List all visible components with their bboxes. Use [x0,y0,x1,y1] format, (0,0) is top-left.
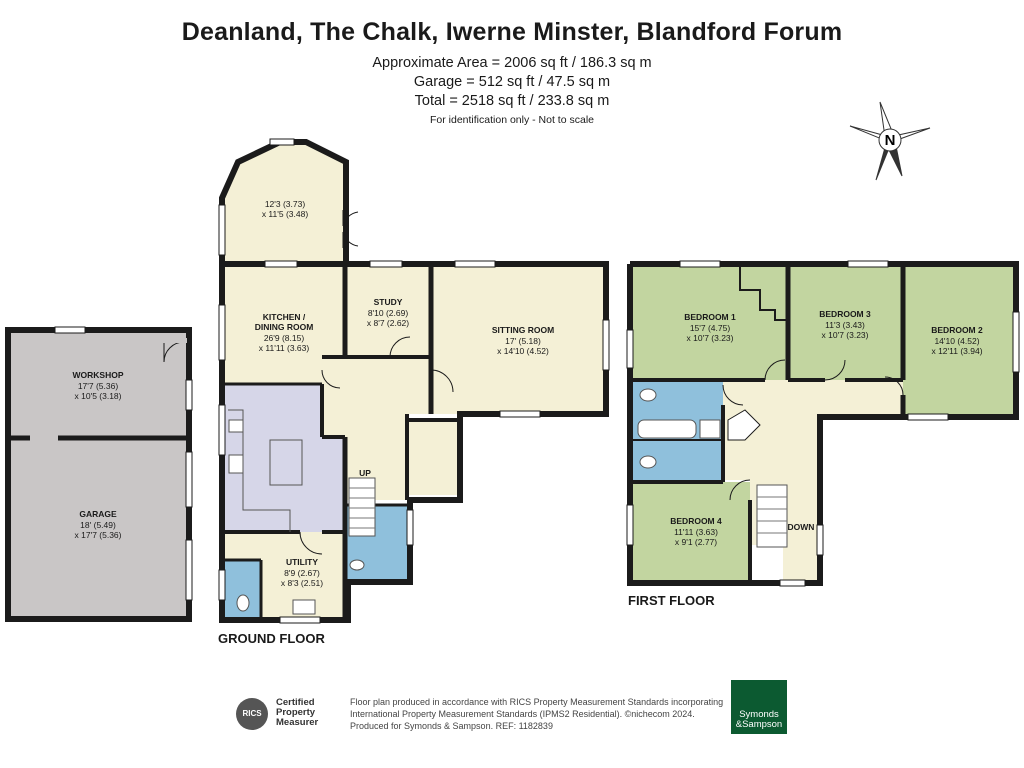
bedroom-4-name: BEDROOM 4 [670,516,722,526]
bedroom-2-dims2: x 12'11 (3.94) [931,346,982,356]
garage-dims2: x 17'7 (5.36) [75,530,122,540]
first-floor-label: FIRST FLOOR [628,593,715,608]
rics-logo-icon: RICS [236,698,268,730]
kitchen-name: KITCHEN / [263,312,306,322]
bedroom-3-dims: 11'3 (3.43) [825,320,865,330]
compass-label: N [885,132,896,149]
garage-name: GARAGE [79,509,117,519]
symonds-sampson-logo: Symonds&Sampson [731,680,787,734]
bedroom-4-dims2: x 9'1 (2.77) [675,537,717,547]
area-garage: Garage = 512 sq ft / 47.5 sq m [413,74,611,90]
bedroom-1-dims: 15'7 (4.75) [690,323,731,333]
sitting-room-dims: 17' (5.18) [505,336,541,346]
kitchen-dims: 26'9 (8.15) [264,333,305,343]
study-dims: 8'10 (2.69) [368,308,409,318]
utility-dims: 8'9 (2.67) [284,568,320,578]
stairs-down-label: DOWN [788,522,815,532]
bedroom-1-dims2: x 10'7 (3.23) [687,333,734,343]
kitchen-dims2: x 11'11 (3.63) [259,343,310,353]
sitting-room-dims2: x 14'10 (4.52) [497,346,549,356]
bedroom-3-area [788,267,903,380]
workshop-dims: 17'7 (5.36) [78,381,119,391]
rics-certified-badge: RICS Certified Property Measurer [236,698,324,734]
bedroom-1-area [633,267,788,380]
disclaimer: For identification only - Not to scale [430,114,594,126]
kitchen-name2: DINING ROOM [255,322,314,332]
rics-text: Certified Property Measurer [276,697,319,728]
study-dims2: x 8'7 (2.62) [367,318,409,328]
utility-dims2: x 8'3 (2.51) [281,578,323,588]
ground-floor-label: GROUND FLOOR [218,631,325,646]
workshop-dims2: x 10'5 (3.18) [75,391,122,401]
plan-title: Deanland, The Chalk, Iwerne Minster, Bla… [181,18,843,46]
stairs-down [756,484,788,548]
area-total: Total = 2518 sq ft / 233.8 sq m [414,93,610,109]
conservatory-dims2: x 11'5 (3.48) [262,209,309,219]
sitting-room-name: SITTING ROOM [492,325,554,335]
study-name: STUDY [374,297,403,307]
compass-icon [849,101,931,181]
stairs-up-label: UP [359,468,371,478]
bedroom-1-name: BEDROOM 1 [684,312,736,322]
bedroom-3-name: BEDROOM 3 [819,309,871,319]
bedroom-2-area [903,267,1013,414]
bedroom-2-dims: 14'10 (4.52) [934,336,979,346]
stairs-up [348,477,376,537]
footer-note: Floor plan produced in accordance with R… [350,697,724,731]
utility-name: UTILITY [286,557,318,567]
area-approx: Approximate Area = 2006 sq ft / 186.3 sq… [372,55,652,71]
bedroom-2-name: BEDROOM 2 [931,325,983,335]
garage-dims: 18' (5.49) [80,520,116,530]
conservatory-dims: 12'3 (3.73) [265,199,306,209]
bedroom-3-dims2: x 10'7 (3.23) [822,330,869,340]
bedroom-4-dims: 11'11 (3.63) [674,527,718,537]
workshop-name: WORKSHOP [73,370,124,380]
